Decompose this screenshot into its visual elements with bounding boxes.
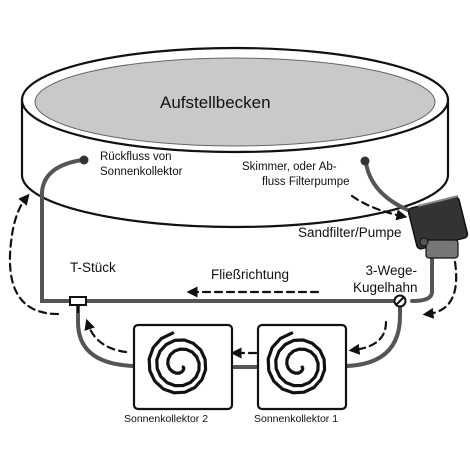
sandfilter-pump-icon: [407, 195, 469, 259]
return-label: Rückfluss von Sonnenkollektor: [100, 150, 182, 180]
solar-collector-1: [256, 323, 348, 411]
skimmer-outlet-icon: [360, 156, 370, 166]
skimmer-label-line1: Skimmer, oder Ab-: [242, 161, 337, 173]
collector-feed-pipe: [344, 299, 402, 368]
flow-arrow-collector1: [348, 320, 388, 355]
return-pipe: [40, 158, 84, 303]
pipes: [40, 158, 434, 369]
skimmer-label-line2: fluss Filterpumpe: [262, 176, 350, 188]
collector1-label: Sonnenkollektor 1: [254, 413, 339, 425]
valve-label-line2: Kugelhahn: [353, 280, 418, 295]
return-label-line1: Rückfluss von: [100, 151, 172, 163]
sandfilter-label: Sandfilter/Pumpe: [298, 225, 402, 240]
valve-label-line1: 3-Wege-: [365, 263, 418, 278]
valve-label: 3-Wege- Kugelhahn: [353, 262, 418, 296]
flow-arrows: [8, 193, 458, 359]
pool: [20, 46, 450, 229]
t-piece-icon: [69, 296, 87, 313]
flow-arrow-skimmer: [350, 194, 408, 221]
collector2-label: Sonnenkollektor 2: [124, 413, 209, 425]
pool-label: Aufstellbecken: [160, 93, 271, 112]
flow-direction-label: Fließrichtung: [211, 267, 290, 282]
three-way-valve-icon: [393, 294, 407, 308]
pump-pipe: [410, 249, 434, 303]
solar-collector-spiral-icon: [147, 331, 208, 395]
skimmer-label: Skimmer, oder Ab- fluss Filterpumpe: [242, 160, 350, 190]
flow-arrow-left-up: [8, 193, 60, 316]
solar-collector-2: [132, 323, 234, 411]
solar-collector-spiral-icon: [266, 331, 327, 395]
pool-water: [34, 57, 436, 147]
flow-arrow-right: [422, 260, 458, 319]
tee-label: T-Stück: [70, 260, 116, 275]
return-inlet-icon: [79, 155, 89, 165]
collector-return-pipe: [76, 299, 136, 368]
flow-arrow-collector2: [84, 318, 128, 354]
return-label-line2: Sonnenkollektor: [100, 166, 183, 178]
